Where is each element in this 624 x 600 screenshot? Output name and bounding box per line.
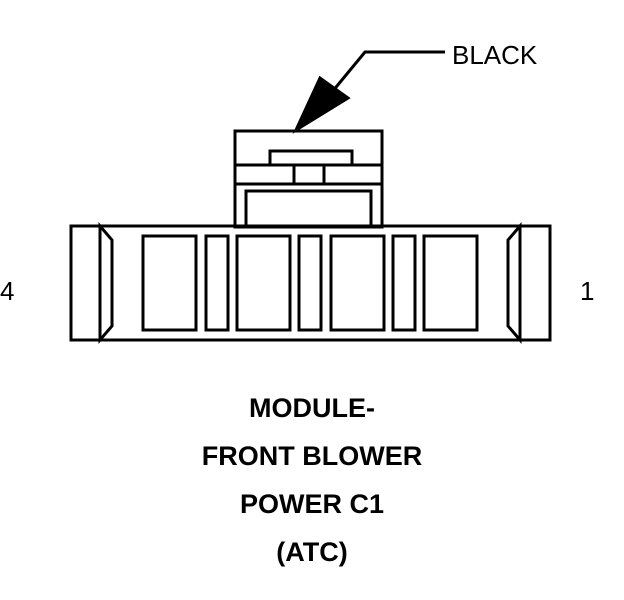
cavity-3 bbox=[235, 234, 292, 332]
connector-title: MODULE- FRONT BLOWER POWER C1 (ATC) bbox=[0, 384, 624, 576]
cavity-divider bbox=[391, 234, 417, 332]
color-leader-arrow bbox=[292, 75, 351, 134]
cavity-divider bbox=[204, 234, 230, 332]
title-line-2: FRONT BLOWER bbox=[201, 441, 423, 471]
cavity-divider bbox=[297, 234, 323, 332]
cavity-2 bbox=[329, 234, 386, 332]
connector-left-latch bbox=[98, 221, 114, 345]
pin-number-right: 1 bbox=[580, 276, 595, 306]
connector-body bbox=[69, 221, 552, 345]
cavity-1 bbox=[422, 234, 479, 332]
connector-lock-tab bbox=[233, 129, 384, 229]
title-line-1: MODULE- bbox=[249, 393, 375, 423]
cavity-4 bbox=[141, 234, 198, 332]
pin-number-left: 4 bbox=[0, 276, 15, 306]
connector-right-latch bbox=[506, 221, 522, 345]
title-line-3: POWER C1 bbox=[239, 489, 385, 519]
pin-cavities bbox=[141, 234, 479, 332]
color-leader-line bbox=[330, 50, 445, 93]
title-line-4: (ATC) bbox=[276, 537, 348, 567]
wire-color-label: BLACK bbox=[452, 40, 538, 70]
